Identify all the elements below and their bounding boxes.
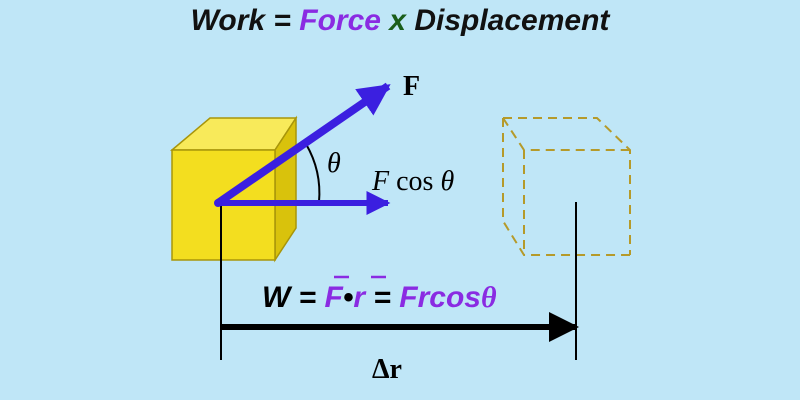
formula-r: r <box>353 281 367 314</box>
dashed-cube-top-edge <box>502 117 630 151</box>
formula-eq2: = <box>365 281 399 314</box>
force-arrow <box>215 82 391 207</box>
dashed-cube-back <box>502 118 630 256</box>
title-work: Work <box>190 4 266 37</box>
component-label-f: F <box>371 166 390 197</box>
dashed-cube-outline <box>503 117 631 255</box>
angle-arc <box>305 143 321 203</box>
dashed-cube <box>502 117 631 256</box>
formula-rhs: Frcos <box>399 281 481 314</box>
formula-eq1: = <box>290 281 324 314</box>
title-displacement: Displacement <box>414 4 610 37</box>
formula-f: F <box>325 281 344 314</box>
title-times: x <box>380 4 415 37</box>
work-formula-text: W = F•r = Frcosθ <box>262 281 497 314</box>
component-label: F cos θ <box>371 166 454 197</box>
title-force: Force <box>299 4 381 37</box>
force-label: F <box>403 71 420 102</box>
force-origin-dot <box>214 199 222 207</box>
title: Work = Force x Displacement <box>0 4 800 38</box>
displacement-label: Δr <box>372 354 402 385</box>
formula-theta: θ <box>481 281 497 314</box>
component-label-theta: θ <box>440 166 454 197</box>
component-label-cos: cos <box>389 166 440 197</box>
work-formula: W = F•r = Frcosθ <box>262 275 497 314</box>
title-equals: = <box>265 4 300 37</box>
formula-dot: • <box>343 281 354 314</box>
angle-label: θ <box>327 148 341 179</box>
formula-w: W <box>262 281 293 314</box>
